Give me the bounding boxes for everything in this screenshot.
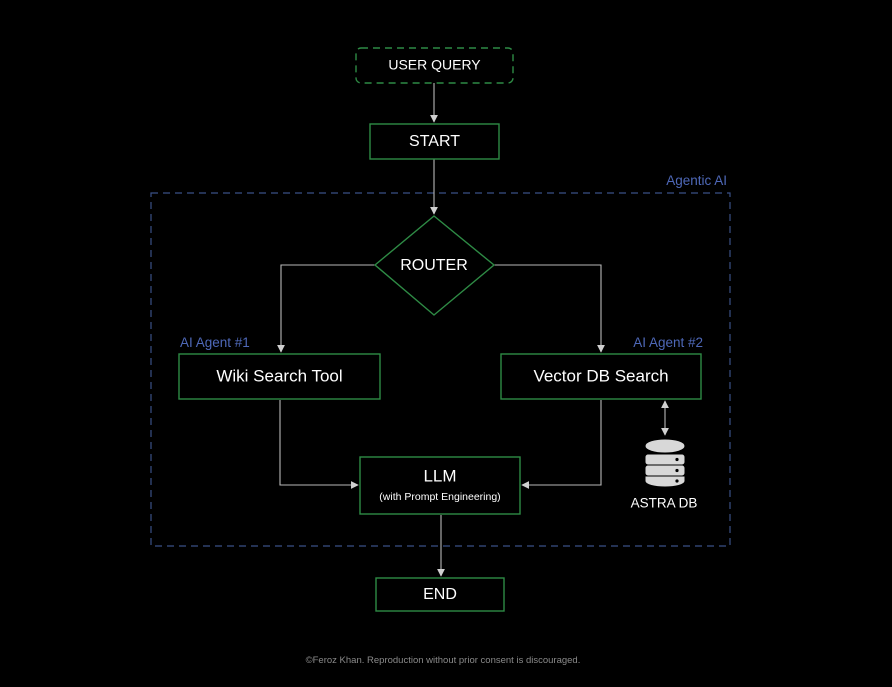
vector-search-label: Vector DB Search — [533, 366, 668, 385]
wiki-search-box — [178, 353, 381, 400]
router-node: ROUTER — [373, 215, 496, 316]
router-label: ROUTER — [400, 257, 468, 274]
llm-sublabel: (with Prompt Engineering) — [379, 491, 500, 503]
end-node: END — [375, 577, 505, 612]
database-icon-top — [645, 439, 685, 453]
edge-router-to-wiki — [277, 264, 375, 353]
copyright-footer: ©Feroz Khan. Reproduction without prior … — [306, 655, 581, 666]
user-query-node: USER QUERY — [355, 47, 514, 84]
database-icon-led-1 — [675, 457, 679, 462]
database-icon-disk-2 — [645, 465, 685, 476]
agent2-label: AI Agent #2 — [633, 335, 703, 350]
end-label: END — [423, 586, 457, 603]
llm-node: LLM (with Prompt Engineering) — [359, 456, 521, 515]
database-icon-bottom — [645, 476, 685, 487]
database-icon-led-2 — [675, 468, 679, 473]
database-icon-disk-1 — [645, 454, 685, 465]
start-box — [369, 123, 500, 160]
vector-search-node: Vector DB Search — [500, 353, 702, 400]
agentic-ai-group — [150, 192, 731, 547]
database-icon — [645, 439, 685, 487]
vector-search-box — [500, 353, 702, 400]
wiki-search-node: Wiki Search Tool — [178, 353, 381, 400]
astra-db-label: ASTRA DB — [631, 496, 698, 511]
wiki-search-label: Wiki Search Tool — [216, 366, 342, 385]
end-box — [375, 577, 505, 612]
user-query-box — [355, 47, 514, 84]
agentic-ai-label: Agentic AI — [666, 173, 727, 188]
llm-label: LLM — [423, 466, 456, 485]
database-icon-led-3 — [675, 479, 679, 483]
start-node: START — [369, 123, 500, 160]
edge-vector-to-llm — [521, 400, 602, 489]
llm-box — [359, 456, 521, 515]
user-query-label: USER QUERY — [388, 57, 481, 73]
edge-wiki-to-llm — [279, 400, 359, 489]
start-label: START — [409, 133, 460, 150]
agent1-label: AI Agent #1 — [180, 335, 250, 350]
router-diamond — [373, 215, 496, 316]
edge-router-to-vector — [494, 264, 605, 353]
